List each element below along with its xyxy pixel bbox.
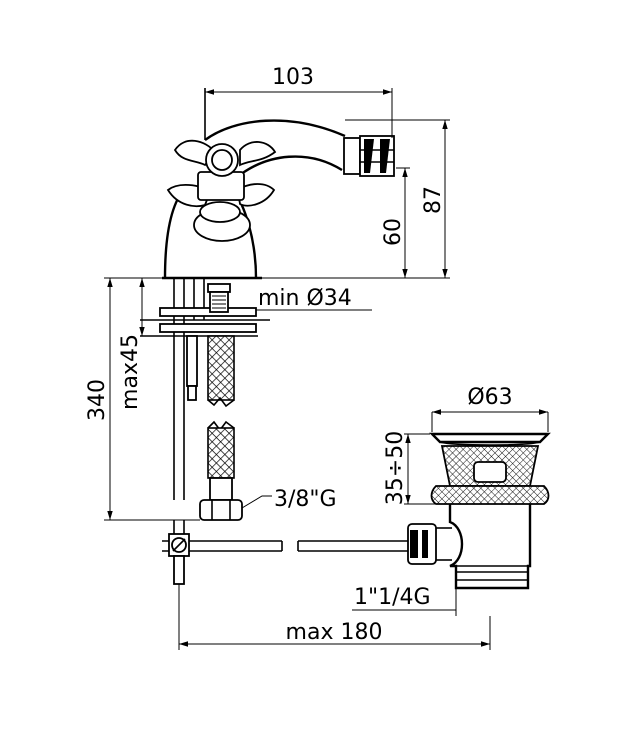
dimension-lines [104, 88, 549, 650]
popup-rod [162, 520, 410, 585]
dim-hose-connection: 3/8"G [274, 487, 337, 512]
dim-spout-reach: 103 [272, 65, 314, 90]
dim-waste-range: 35÷50 [383, 431, 408, 505]
dim-total-height: 87 [421, 186, 446, 214]
dim-hose-length: 340 [85, 379, 110, 421]
dim-rod-length: max 180 [286, 620, 383, 645]
dim-waste-diameter: Ø63 [467, 385, 512, 410]
spout-outlet [343, 135, 395, 177]
dim-waste-thread: 1"1/4G [354, 585, 431, 610]
under-deck [140, 278, 270, 521]
dim-hole-diameter: min Ø34 [258, 286, 352, 311]
cross-handle [166, 139, 277, 242]
dimension-labels: 103 87 60 min Ø34 max45 340 3/8"G Ø63 35… [85, 65, 513, 645]
waste-valve [407, 432, 551, 590]
tap-body [162, 88, 395, 280]
dim-spout-height: 60 [381, 218, 406, 246]
dim-deck-thickness: max45 [118, 334, 143, 410]
